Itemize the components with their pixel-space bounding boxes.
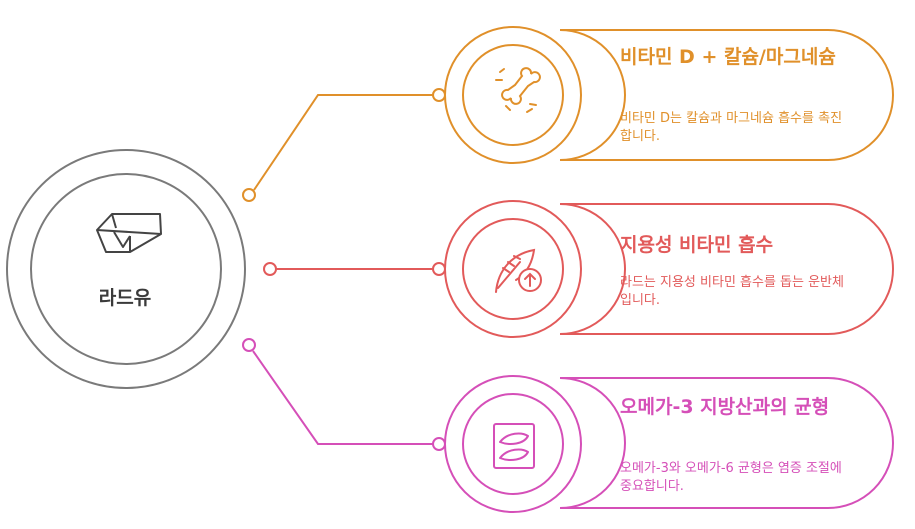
card-desc-omega-3: 오메가-3와 오메가-6 균형은 염증 조절에 중요합니다. (620, 461, 842, 494)
card-title-omega-3: 오메가-3 지방산과의 균형 (620, 396, 830, 418)
leaf-upload-icon (495, 248, 542, 293)
connector-orange (242, 88, 446, 202)
fish-icon (493, 423, 535, 469)
connector-pink (242, 338, 446, 451)
card-fat-soluble (444, 200, 894, 338)
card-title-vitamin-d: 비타민 D + 칼슘/마그네슘 (620, 46, 836, 68)
card-title-fat-soluble: 지용성 비타민 흡수 (620, 234, 774, 256)
butter-icon (96, 213, 162, 253)
card-desc-vitamin-d: 비타민 D는 칼슘과 마그네슘 흡수를 촉진합니다. (620, 111, 843, 144)
card-desc-fat-soluble: 라드는 지용성 비타민 흡수를 돕는 운반체입니다. (620, 275, 844, 308)
card-vitamin-d (444, 26, 894, 164)
connector-red (263, 262, 446, 276)
card-omega-3 (444, 375, 894, 513)
bone-icon (495, 67, 541, 113)
center-node (6, 149, 246, 389)
center-label: 라드유 (98, 287, 152, 309)
